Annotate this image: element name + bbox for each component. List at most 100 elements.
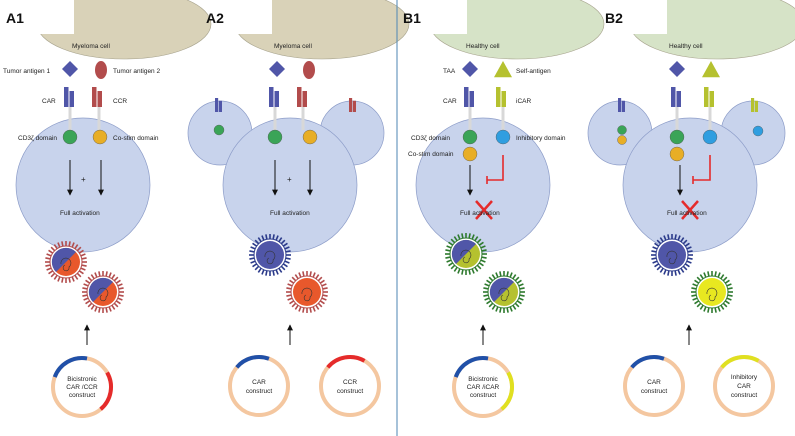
b2-small-car-receptor-right-chain (621, 100, 625, 112)
b1-costim-domain (462, 146, 478, 162)
b1-cd3z-domain (462, 129, 478, 145)
a1-domain-1-label: CD3ζ domain (18, 135, 57, 142)
b1-antigen-1-label: TAA (443, 68, 456, 75)
a1-receptor-2-label: CCR (113, 98, 127, 105)
a1-ccr-receptor-left-chain (92, 87, 97, 107)
b2-healthy-cell (625, 0, 795, 60)
a2-tumor-antigen-2 (303, 61, 315, 79)
a1-bicistronic-plasmid-gene-1 (99, 371, 113, 411)
b2-small-cd3z-domain (617, 125, 627, 135)
a2-killed-tumor-cell-1 (249, 234, 291, 276)
a2-costim-domain (302, 129, 318, 145)
b1-icar-receptor-left-chain (496, 87, 501, 107)
b2-car-receptor-left-chain (671, 87, 676, 107)
panel-b2-label: B2 (605, 10, 623, 26)
a2-plus-sign: + (287, 175, 292, 184)
b1-domain-1-label: CD3ζ domain (411, 135, 450, 142)
b2-construct-2-line-3: construct (731, 392, 758, 399)
b2-inhibitory-domain (702, 129, 718, 145)
b2-self-antigen (702, 61, 720, 78)
b2-spared-cell-2-fill (698, 278, 726, 306)
b1-car-receptor (464, 87, 474, 107)
b2-outcome-label: Full activation (667, 210, 707, 217)
a2-killed-tumor-cell-2 (286, 271, 328, 313)
a1-car-stalk (68, 107, 72, 130)
b1-spared-cell-2-half (489, 277, 514, 302)
b2-icar-plasmid-gene-0 (720, 355, 760, 369)
a2-car-plasmid-gene-0 (235, 355, 270, 369)
a1-target-cell-label: Myeloma cell (72, 43, 110, 50)
b1-receptor-1-label: CAR (443, 98, 457, 105)
b2-spared-cell-1-nucleus (666, 250, 678, 265)
b1-receptor-2-label: iCAR (516, 98, 531, 105)
a2-small-cd3z-domain (213, 124, 225, 136)
a1-plus-sign: + (81, 175, 86, 184)
a2-construct-1-line-2: construct (246, 388, 273, 395)
b2-spared-cell-2 (691, 271, 733, 313)
b1-spared-cell-1 (445, 233, 487, 275)
a1-ccr-receptor-right-chain (97, 91, 102, 107)
a1-domain-2-label: Co-stim domain (113, 135, 159, 142)
a1-ccr-stalk (97, 107, 101, 130)
b2-small-costim-domain (617, 135, 627, 145)
a1-car-receptor (64, 87, 74, 107)
a1-killed-tumor-cell-2-nucleus (97, 287, 109, 302)
b2-spared-cell-1-fill (658, 241, 686, 269)
b1-icar-stalk (501, 107, 505, 130)
panel-a2: A2 Myeloma cell + Full activation CAR co… (206, 10, 363, 395)
panel-b2: B2 Healthy cell Full activation CAR cons… (605, 10, 758, 399)
a2-construct-2-line-1: CCR (343, 379, 357, 386)
a2-car-receptor-left-chain (269, 87, 274, 107)
a2-target-cell-label: Myeloma cell (274, 43, 312, 50)
a1-car-receptor-left-chain (64, 87, 69, 107)
a1-construct-line-1: Bicistronic (67, 376, 97, 383)
b2-small-icar-receptor-left-chain (751, 98, 755, 112)
a2-ccr-receptor-right-chain (302, 91, 307, 107)
a2-car-plasmid (228, 355, 290, 417)
b1-spared-cell-1-half (451, 239, 476, 264)
b2-t-cell-main (622, 117, 758, 253)
a2-myeloma-cell (230, 0, 410, 60)
a2-tumor-antigen-1 (269, 61, 285, 77)
b1-spared-cell-2 (483, 271, 525, 313)
a1-tumor-antigen-1 (62, 61, 78, 77)
a2-killed-tumor-cell-1-fill (256, 241, 284, 269)
b2-icar-stalk (708, 107, 712, 130)
b2-car-receptor (671, 87, 681, 107)
b1-construct-line-3: construct (470, 392, 497, 399)
b1-outcome-label: Full activation (460, 210, 500, 217)
a1-killed-tumor-cell-2-half (88, 277, 113, 302)
b1-construct-line-1: Bicistronic (468, 376, 498, 383)
a1-tumor-antigen-2 (95, 61, 107, 79)
panel-a1-label: A1 (6, 10, 24, 26)
b1-construct-line-2: CAR /iCAR (467, 384, 500, 391)
a1-costim-domain (92, 129, 108, 145)
b2-inhibition (693, 155, 711, 181)
panel-b1-label: B1 (403, 10, 421, 26)
b1-antigen-2-label: Self-antigen (516, 68, 551, 75)
a2-small-ccr-receptor (349, 98, 356, 112)
panel-b1: B1 Healthy cell TAA Self-antigen CAR iCA… (403, 10, 566, 399)
b2-costim-domain (669, 146, 685, 162)
a2-ccr-receptor-left-chain (297, 87, 302, 107)
b2-small-car-receptor-left-chain (618, 98, 622, 112)
a2-t-cell-main (222, 117, 358, 253)
a2-small-car-receptor (215, 98, 222, 112)
a2-car-stalk (273, 107, 277, 130)
panel-a1: A1 Myeloma cell Tumor antigen 1 Tumor an… (3, 10, 160, 399)
a2-myeloma-cell-cutout (230, 0, 272, 34)
a2-construct-1-line-1: CAR (252, 379, 266, 386)
a1-bicistronic-plasmid (51, 356, 113, 418)
a1-killed-tumor-cell-1-half (51, 247, 76, 272)
a2-ccr-receptor (297, 87, 307, 107)
a1-construct-line-2: CAR /CCR (66, 384, 98, 391)
b2-small-car-receptor (618, 98, 625, 112)
b2-icar-receptor (704, 87, 714, 107)
b1-spared-cell-1-nucleus (460, 249, 472, 264)
b1-icar-receptor-right-chain (501, 91, 506, 107)
a1-killed-tumor-cell-1-nucleus (60, 257, 72, 272)
a1-ccr-receptor (92, 87, 102, 107)
b1-inhibition (487, 155, 504, 181)
b1-car-stalk (468, 107, 472, 130)
